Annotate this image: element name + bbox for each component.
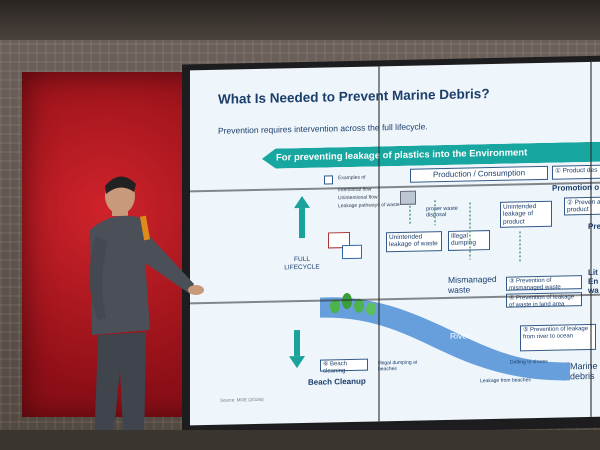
marine-debris-text: Marine debris xyxy=(570,360,598,382)
ceiling xyxy=(0,0,600,40)
down-arrow-shaft xyxy=(294,330,300,357)
source-text: Source: MOE (2019a) xyxy=(220,396,264,403)
down-arrow-icon xyxy=(289,355,305,369)
floor xyxy=(0,430,600,450)
illegal-beaches-text: Illegal dumping at beaches xyxy=(378,359,418,373)
leakage-beaches-text: Leakage from beaches xyxy=(480,377,531,385)
river-graphic xyxy=(320,200,570,381)
river-label: River xyxy=(450,330,470,341)
prevention-5-box: ⑤ Prevention of leakage from river to oc… xyxy=(520,323,596,352)
screen-seam xyxy=(590,61,592,417)
beach-cleaning-box: ⑥ Beach cleaning xyxy=(320,358,368,374)
beach-cleanup-label: Beach Cleanup xyxy=(308,376,366,387)
presentation-screen: What Is Needed to Prevent Marine Debris?… xyxy=(190,61,600,426)
drifting-text: Drifting to shores xyxy=(510,358,548,366)
screen-seam xyxy=(378,66,380,422)
presenter xyxy=(89,176,204,450)
